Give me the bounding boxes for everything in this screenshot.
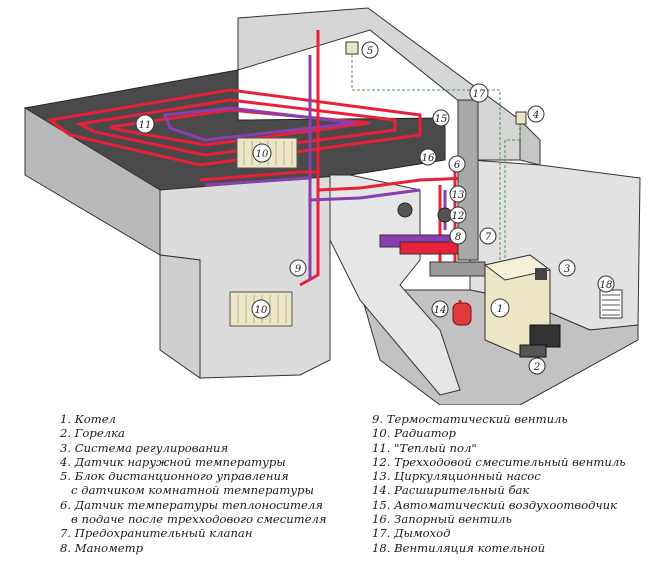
legend-item: 17. Дымоход xyxy=(372,526,451,541)
legend-item: 6. Датчик температуры теплоносителя xyxy=(60,497,323,512)
legend-item: с датчиком комнатной температуры xyxy=(60,483,314,498)
upper-radiator xyxy=(236,137,298,169)
legend-item: 9. Термостатический вентиль xyxy=(372,412,568,426)
svg-text:12: 12 xyxy=(452,211,465,222)
svg-text:17: 17 xyxy=(473,89,486,100)
callout-15: 15 xyxy=(432,109,450,127)
svg-text:4: 4 xyxy=(532,110,539,121)
callout-4: 4 xyxy=(527,105,545,123)
legend-item: 12. Трехходовой смесительный вентиль xyxy=(372,454,626,469)
callout-16: 16 xyxy=(419,148,437,166)
callout-11: 11 xyxy=(135,114,155,134)
expansion-tank xyxy=(452,302,472,326)
heating-system-diagram: 1 2 3 4 5 6 7 8 9 10 10 11 12 13 14 15 1… xyxy=(23,7,641,405)
back-wall-right xyxy=(519,118,541,166)
legend-item: 8. Манометр xyxy=(60,540,144,555)
svg-text:14: 14 xyxy=(434,305,447,316)
svg-text:5: 5 xyxy=(367,46,373,57)
svg-text:3: 3 xyxy=(564,264,570,275)
svg-text:2: 2 xyxy=(533,362,540,373)
legend-item: 2. Горелка xyxy=(60,426,125,441)
svg-text:18: 18 xyxy=(600,280,613,291)
callout-12: 12 xyxy=(449,206,467,224)
outdoor-sensor xyxy=(515,111,527,125)
legend-left-column: 1. Котел 2. Горелка 3. Система регулиров… xyxy=(60,412,360,555)
callout-2: 2 xyxy=(528,357,546,375)
legend-item: 16. Запорный вентиль xyxy=(372,512,512,527)
legend-item: 5. Блок дистанционного управления xyxy=(60,469,289,484)
callout-14: 14 xyxy=(431,300,449,318)
control-wires xyxy=(351,55,521,260)
legend-item: 4. Датчик наружной температуры xyxy=(60,454,286,469)
svg-text:10: 10 xyxy=(256,149,269,160)
svg-text:13: 13 xyxy=(452,190,465,201)
legend-item: 10. Радиатор xyxy=(372,426,456,441)
legend-item: 18. Вентиляция котельной xyxy=(372,540,546,555)
svg-text:10: 10 xyxy=(255,305,268,316)
svg-text:6: 6 xyxy=(454,160,461,171)
callout-6: 6 xyxy=(448,155,466,173)
callout-3: 3 xyxy=(558,259,576,277)
callout-7: 7 xyxy=(479,227,497,245)
callout-8: 8 xyxy=(449,227,467,245)
legend-item: 1. Котел xyxy=(60,412,116,426)
callout-13: 13 xyxy=(449,185,467,203)
partition-wall xyxy=(329,174,461,396)
legend-item: 11. "Теплый пол" xyxy=(372,440,477,455)
callout-10-upper: 10 xyxy=(252,143,272,163)
remote-control-unit xyxy=(345,41,359,55)
svg-text:16: 16 xyxy=(422,153,435,164)
ventilation-grille xyxy=(599,289,623,319)
svg-text:15: 15 xyxy=(435,114,448,125)
svg-text:1: 1 xyxy=(497,304,503,315)
callout-1: 1 xyxy=(490,298,510,318)
callout-10-lower: 10 xyxy=(251,299,271,319)
svg-text:7: 7 xyxy=(485,232,492,243)
svg-text:9: 9 xyxy=(295,264,302,275)
svg-text:8: 8 xyxy=(455,232,461,243)
warm-floor-loops xyxy=(46,88,422,167)
legend-item: 13. Циркуляционный насос xyxy=(372,469,541,484)
burner xyxy=(519,324,561,358)
legend-item: 7. Предохранительный клапан xyxy=(60,526,253,541)
callout-17: 17 xyxy=(469,83,489,103)
callout-5: 5 xyxy=(361,41,379,59)
legend-item: в подаче после трехходового смесителя xyxy=(60,512,327,527)
legend-right-column: 9. Термостатический вентиль 10. Радиатор… xyxy=(372,412,667,555)
legend-item: 15. Автоматический воздухоотводчик xyxy=(372,497,618,512)
svg-text:11: 11 xyxy=(139,120,152,131)
callout-9: 9 xyxy=(289,259,307,277)
callout-18: 18 xyxy=(597,275,615,293)
front-wall-left xyxy=(159,254,201,379)
legend: 1. Котел 2. Горелка 3. Система регулиров… xyxy=(0,412,671,580)
pump-group xyxy=(379,202,486,277)
legend-item: 3. Система регулирования xyxy=(60,440,229,455)
legend-item: 14. Расширительный бак xyxy=(372,483,530,498)
